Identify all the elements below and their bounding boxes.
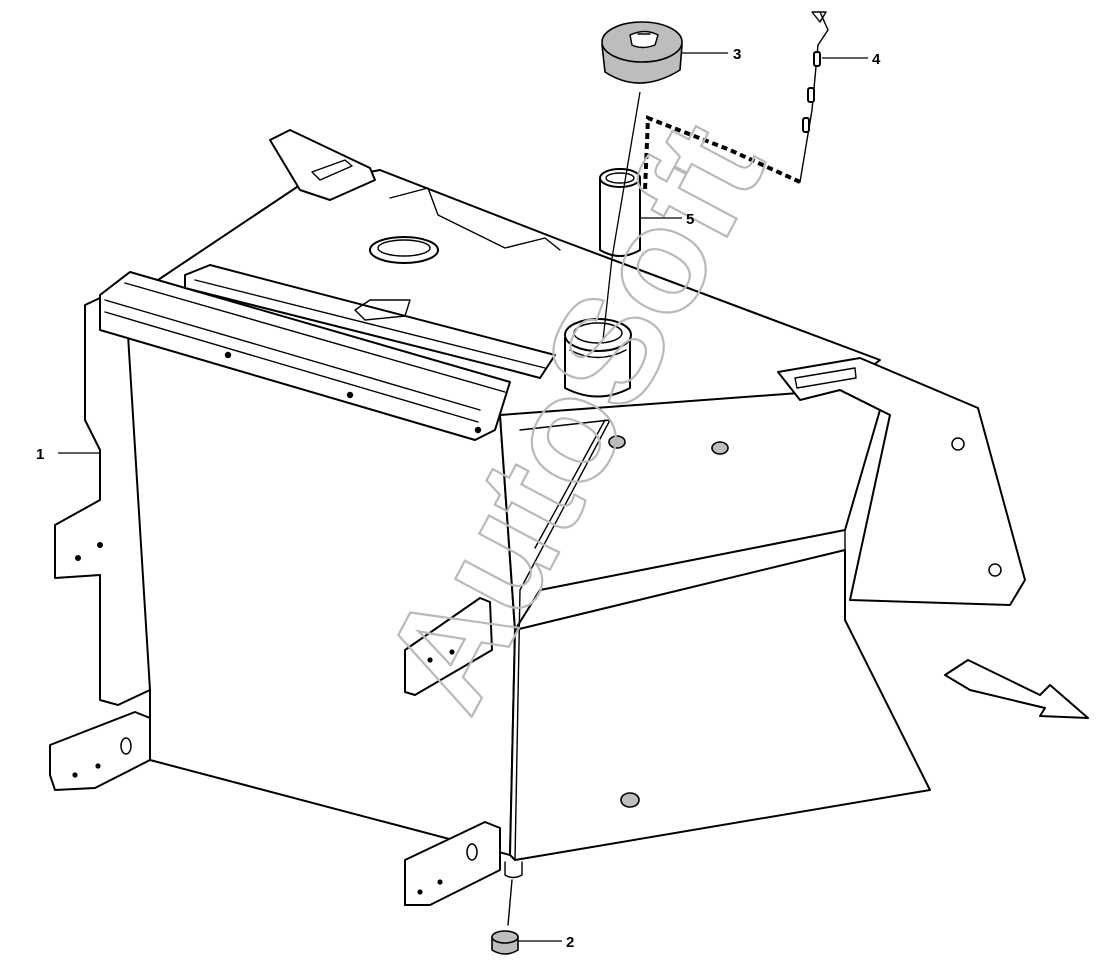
direction-arrow-icon bbox=[944, 659, 1089, 719]
filler-neck bbox=[564, 318, 632, 398]
filler-strainer bbox=[599, 168, 641, 257]
fuel-tank bbox=[49, 129, 1026, 906]
callout-4-label: 4 bbox=[872, 51, 881, 68]
filler-cap bbox=[601, 21, 683, 84]
callout-4: 4 bbox=[822, 51, 881, 68]
left-lower-foot-bracket bbox=[49, 711, 151, 791]
callout-1: 1 bbox=[36, 446, 100, 463]
drain-plug bbox=[491, 879, 519, 955]
left-lifting-lug bbox=[269, 129, 376, 201]
callout-3-label: 3 bbox=[733, 46, 741, 63]
right-side-bracket bbox=[777, 357, 1026, 606]
step-plate-rear bbox=[184, 264, 556, 379]
callout-3: 3 bbox=[682, 46, 741, 63]
chain-hidden-path bbox=[643, 115, 801, 191]
callout-5-label: 5 bbox=[686, 211, 694, 228]
callout-5: 5 bbox=[640, 211, 694, 228]
right-lower-foot-bracket bbox=[404, 821, 501, 906]
callout-1-label: 1 bbox=[36, 446, 44, 463]
front-side-pad bbox=[404, 597, 493, 696]
callout-2-label: 2 bbox=[566, 934, 574, 951]
callout-2: 2 bbox=[518, 934, 574, 951]
dipstick-chain bbox=[643, 11, 829, 191]
step-plate-front bbox=[99, 271, 511, 441]
